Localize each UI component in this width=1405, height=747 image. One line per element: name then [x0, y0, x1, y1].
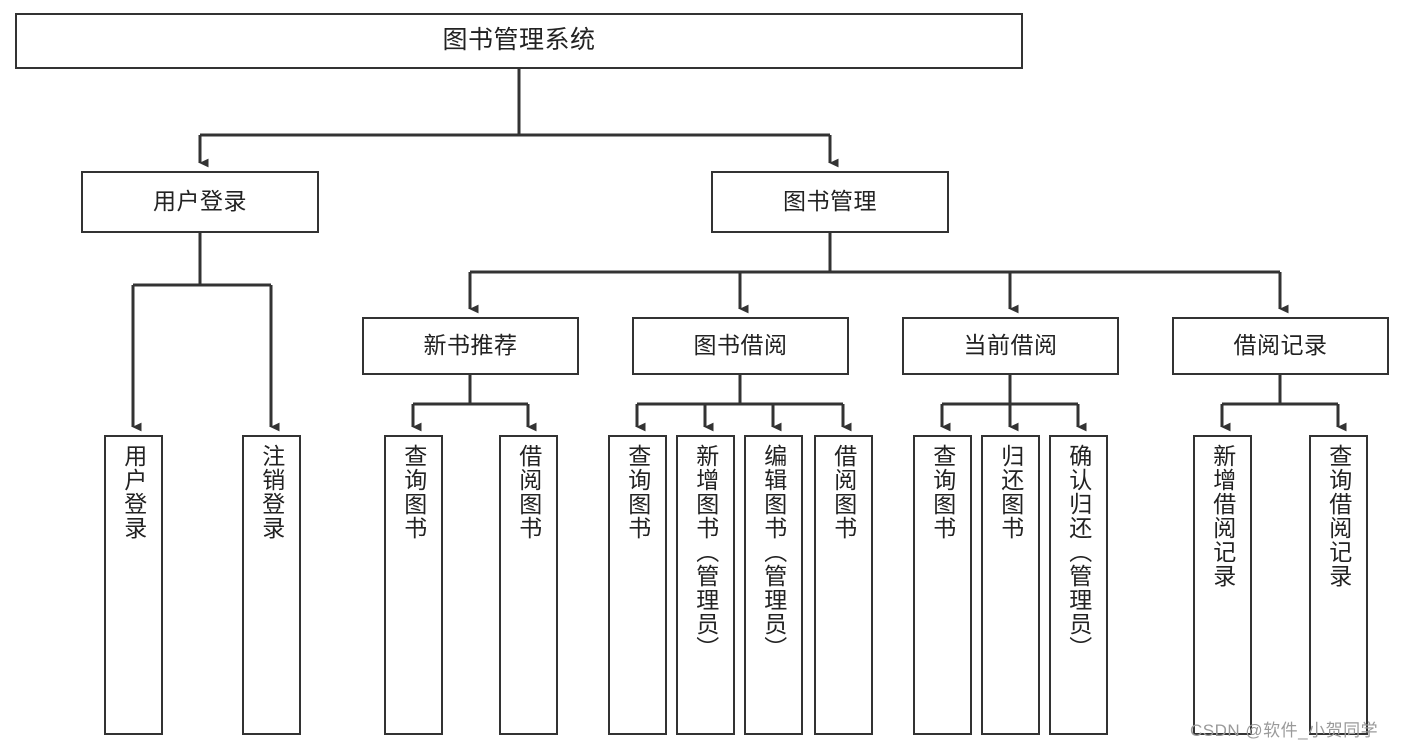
leaf-add-record-label: 新增借阅记录: [1209, 444, 1236, 588]
leaf-query-record-label: 查询借阅记录: [1325, 444, 1352, 588]
leaf-logout-login-label: 注销登录: [258, 444, 285, 540]
node-borrow-record[interactable]: 借阅记录: [1172, 317, 1389, 375]
leaf-user-login[interactable]: 用户登录: [104, 435, 163, 735]
node-user-login-label: 用户登录: [153, 188, 247, 215]
leaf-query-book-3[interactable]: 查询图书: [913, 435, 972, 735]
node-current-borrow-label: 当前借阅: [963, 332, 1058, 359]
node-book-management-label: 图书管理: [783, 188, 877, 215]
leaf-return-book-label: 归还图书: [997, 444, 1024, 540]
node-root-system[interactable]: 图书管理系统: [15, 13, 1023, 69]
leaf-add-record[interactable]: 新增借阅记录: [1193, 435, 1252, 735]
node-book-management[interactable]: 图书管理: [711, 171, 949, 233]
node-root-system-label: 图书管理系统: [442, 26, 596, 55]
leaf-return-book[interactable]: 归还图书: [981, 435, 1040, 735]
watermark-text: CSDN @软件_小贺同学: [1190, 721, 1379, 740]
leaf-query-book-3-label: 查询图书: [929, 444, 956, 540]
leaf-query-book-1-label: 查询图书: [400, 444, 427, 540]
leaf-edit-book-label: 编辑图书（管理员）: [760, 444, 787, 660]
node-book-borrow[interactable]: 图书借阅: [632, 317, 849, 375]
leaf-borrow-book-2-label: 借阅图书: [830, 444, 857, 540]
leaf-confirm-return[interactable]: 确认归还（管理员）: [1049, 435, 1108, 735]
leaf-query-book-1[interactable]: 查询图书: [384, 435, 443, 735]
node-borrow-record-label: 借阅记录: [1233, 332, 1328, 359]
node-new-book-recommend[interactable]: 新书推荐: [362, 317, 579, 375]
leaf-user-login-label: 用户登录: [120, 444, 147, 540]
leaf-query-book-2-label: 查询图书: [624, 444, 651, 540]
node-user-login[interactable]: 用户登录: [81, 171, 319, 233]
node-current-borrow[interactable]: 当前借阅: [902, 317, 1119, 375]
leaf-add-book[interactable]: 新增图书（管理员）: [676, 435, 735, 735]
leaf-query-book-2[interactable]: 查询图书: [608, 435, 667, 735]
node-new-book-recommend-label: 新书推荐: [423, 332, 518, 359]
leaf-add-book-label: 新增图书（管理员）: [692, 444, 719, 660]
leaf-query-record[interactable]: 查询借阅记录: [1309, 435, 1368, 735]
leaf-borrow-book-1[interactable]: 借阅图书: [499, 435, 558, 735]
leaf-logout-login[interactable]: 注销登录: [242, 435, 301, 735]
node-book-borrow-label: 图书借阅: [693, 332, 788, 359]
leaf-borrow-book-1-label: 借阅图书: [515, 444, 542, 540]
leaf-confirm-return-label: 确认归还（管理员）: [1065, 444, 1092, 660]
leaf-edit-book[interactable]: 编辑图书（管理员）: [744, 435, 803, 735]
leaf-borrow-book-2[interactable]: 借阅图书: [814, 435, 873, 735]
